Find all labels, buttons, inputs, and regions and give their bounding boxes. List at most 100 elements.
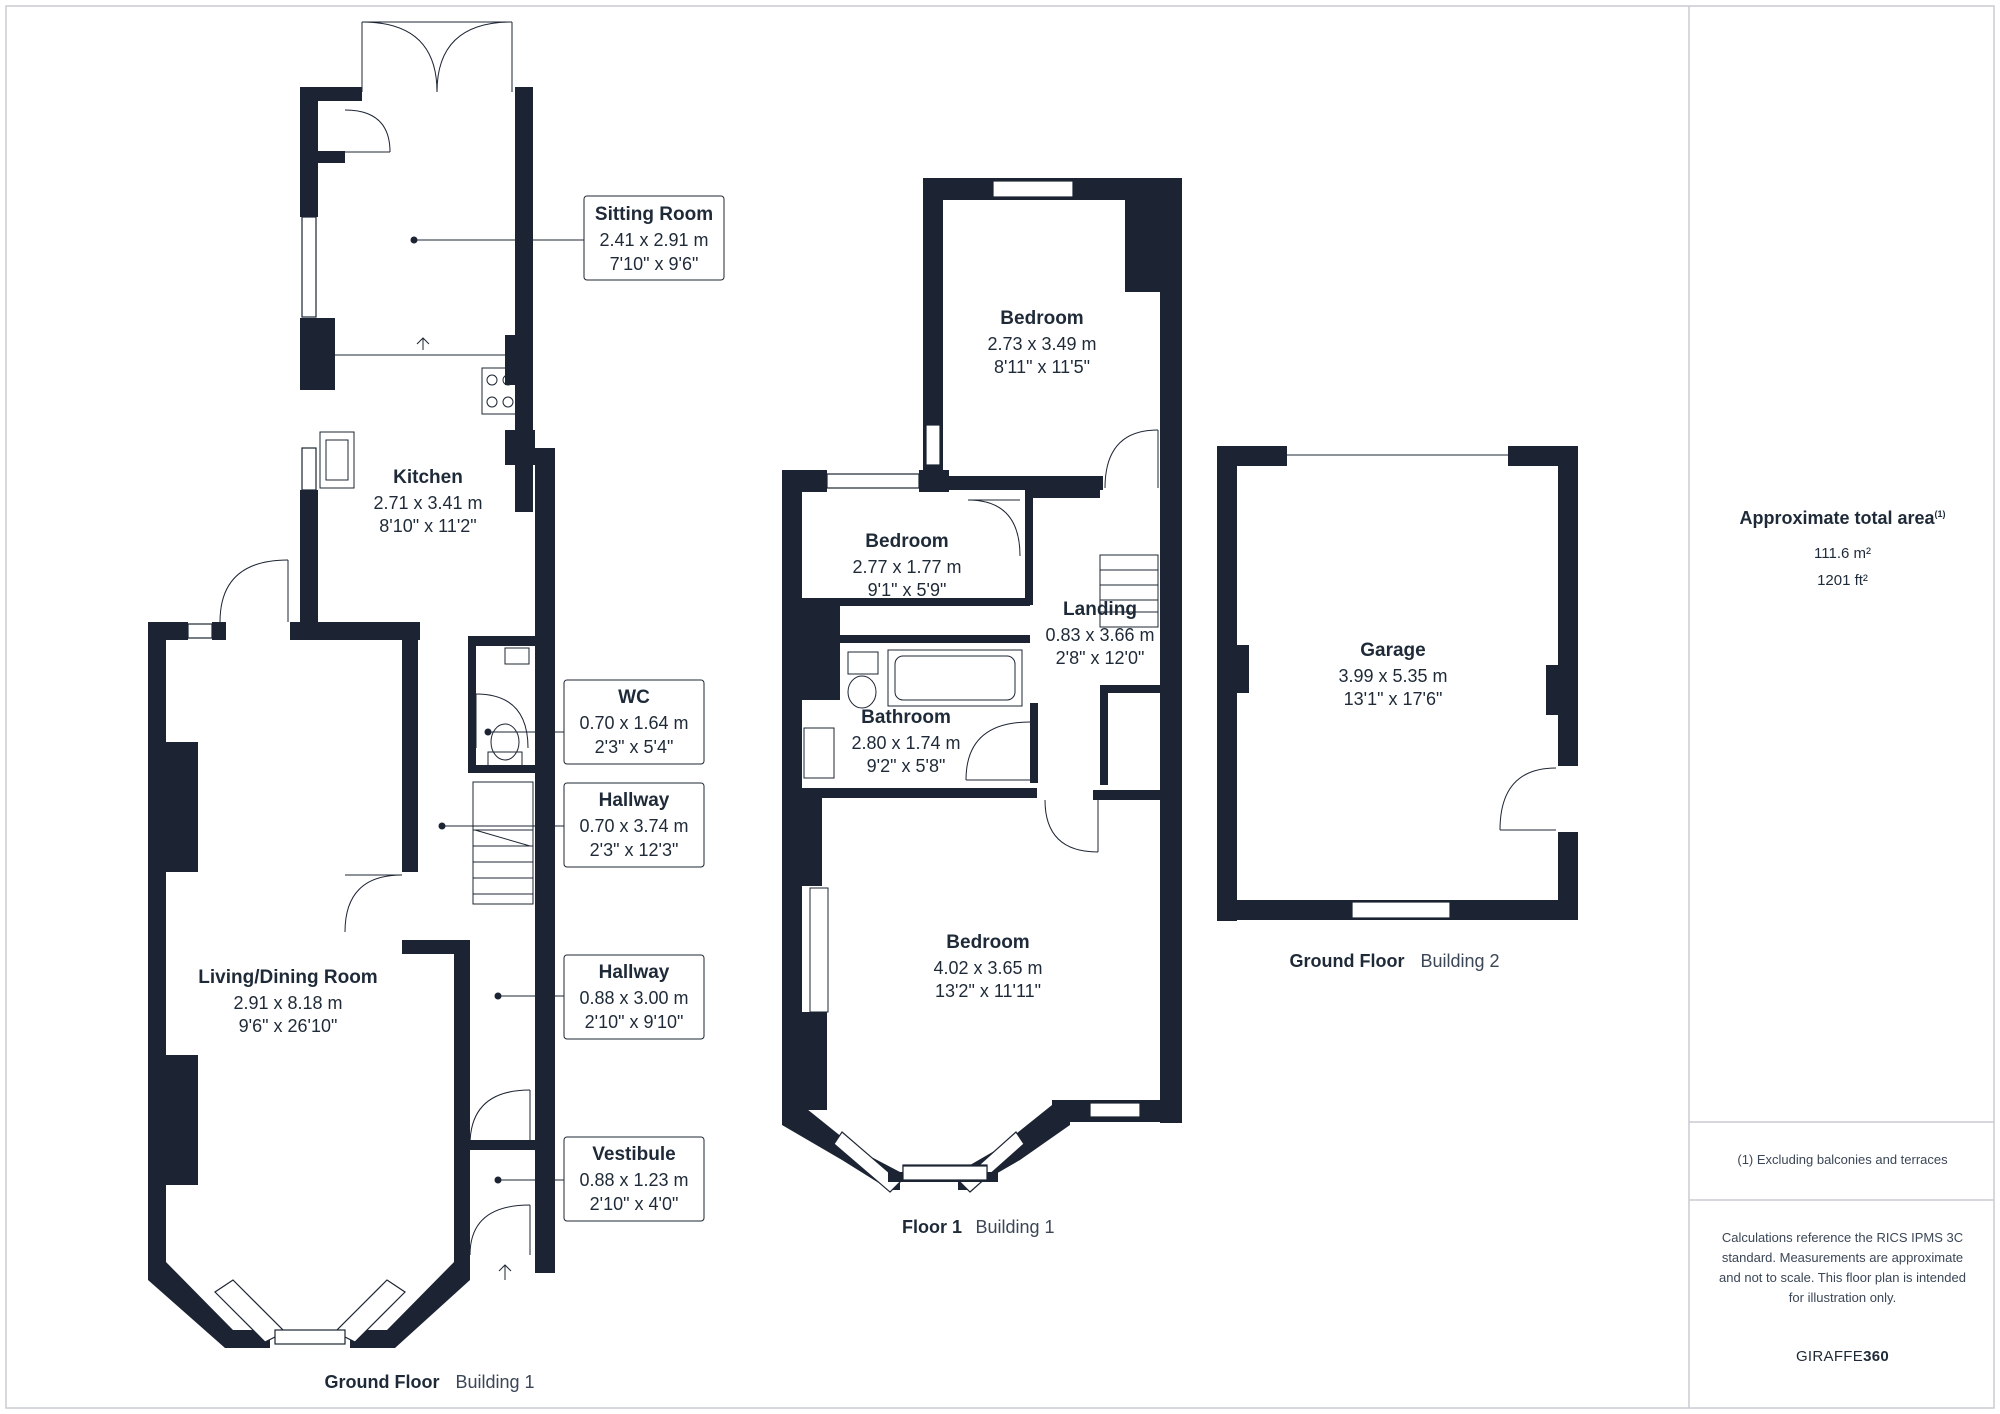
chimney-breast [166,1055,198,1185]
room-metric: 2.41 x 2.91 m [599,230,708,250]
wall [505,335,523,385]
wall [919,470,949,492]
room-label-bedroom-top: Bedroom 2.73 x 3.49 m 8'11" x 11'5" [987,308,1096,377]
room-label-bedroom-main: Bedroom 4.02 x 3.65 m 13'2" x 11'11" [933,932,1042,1001]
room-name: Bedroom [1000,308,1083,329]
wall [454,950,470,1280]
caption-floor: Floor 1 [902,1217,962,1237]
room-metric: 0.70 x 1.64 m [579,713,688,733]
window [992,180,1074,198]
room-label-garage: Garage 3.99 x 5.35 m 13'1" x 17'6" [1338,640,1447,709]
wall [782,470,802,1125]
wall [535,448,555,1273]
wall [468,765,535,773]
area-title-text: Approximate total area [1739,508,1935,528]
caption-building: Building 2 [1420,951,1499,971]
wall [402,940,470,954]
wall [402,640,418,872]
footnote: (1) Excluding balconies and terraces [1737,1152,1948,1167]
area-ft2: 1201 ft² [1817,572,1868,589]
wall [802,798,822,886]
wall [300,318,335,390]
wall [470,1140,535,1150]
caption-ground-floor-building-1: Ground Floor Building 1 [325,1372,535,1392]
bay-wall [350,1262,470,1348]
room-name: Bathroom [861,707,951,728]
room-name: Living/Dining Room [198,967,377,988]
room-imperial: 2'10" x 4'0" [590,1194,679,1214]
chimney [802,598,840,700]
brand-text: GIRAFFE [1795,1348,1864,1365]
window [301,447,317,491]
wall [1025,490,1033,605]
caption-ground-floor-building-2: Ground Floor Building 2 [1290,951,1500,971]
window [1089,1102,1141,1118]
wall [1160,178,1182,1123]
wall [1558,446,1578,766]
room-imperial: 2'3" x 12'3" [590,840,679,860]
room-label-landing: Landing 0.83 x 3.66 m 2'8" x 12'0" [1045,599,1154,668]
wall [1100,685,1162,693]
room-metric: 0.88 x 3.00 m [579,988,688,1008]
room-imperial: 13'2" x 11'11" [935,981,1041,1001]
room-metric: 4.02 x 3.65 m [933,958,1042,978]
page-frame [5,5,1995,1409]
wall [1030,703,1038,783]
room-imperial: 7'10" x 9'6" [610,254,699,274]
room-name: Kitchen [393,467,463,488]
footnote-marker: (1) [1934,509,1946,519]
room-imperial: 2'3" x 5'4" [595,737,674,757]
wall [802,788,1037,798]
caption-building: Building 1 [455,1372,534,1392]
wall [802,1012,827,1110]
room-metric: 0.83 x 3.66 m [1045,625,1154,645]
wall [300,87,362,101]
garage-building-2 [1217,446,1578,921]
wall [1558,832,1578,920]
room-name: Vestibule [592,1144,675,1165]
room-imperial: 9'1" x 5'9" [868,580,947,600]
room-imperial: 9'2" x 5'8" [867,756,946,776]
room-label-living-dining: Living/Dining Room 2.91 x 8.18 m 9'6" x … [198,967,377,1036]
bay-window [833,1131,901,1193]
caption-floor: Ground Floor [1290,951,1405,971]
chimney-breast [166,742,198,872]
window [826,473,920,489]
wall [943,476,1103,490]
wall [1546,665,1560,715]
wall [1093,790,1163,800]
room-name: Landing [1063,599,1137,620]
room-metric: 2.77 x 1.77 m [852,557,961,577]
room-name: Bedroom [865,531,948,552]
wall [515,87,533,512]
window [301,216,317,318]
room-label-kitchen: Kitchen 2.71 x 3.41 m 8'10" x 11'2" [373,467,482,536]
wall [300,490,318,635]
room-name: Hallway [599,790,670,811]
chimney [1125,200,1165,292]
bay-window [333,1279,406,1343]
wall [1100,685,1108,785]
floor-1-building-1 [782,178,1182,1193]
wall [148,622,188,640]
room-label-sitting-room: Sitting Room 2.41 x 2.91 m 7'10" x 9'6" [410,195,725,281]
room-metric: 2.80 x 1.74 m [851,733,960,753]
brand-logo: GIRAFFE360 [1689,1348,1996,1365]
room-metric: 2.73 x 3.49 m [987,334,1096,354]
wall [782,470,827,492]
bay-window-front [274,1329,346,1345]
disclaimer: Calculations reference the RICS IPMS 3C … [1719,1230,1966,1305]
wall [802,635,1030,643]
room-name: Bedroom [946,932,1029,953]
wall [300,151,345,163]
room-label-bathroom: Bathroom 2.80 x 1.74 m 9'2" x 5'8" [851,707,960,776]
room-label-bedroom-small: Bedroom 2.77 x 1.77 m 9'1" x 5'9" [852,531,961,600]
room-metric: 2.71 x 3.41 m [373,493,482,513]
wall [923,178,943,483]
room-imperial: 13'1" x 17'6" [1344,689,1443,709]
wall [1237,645,1249,693]
brand-number: 360 [1863,1348,1890,1365]
room-imperial: 9'6" x 26'10" [239,1016,338,1036]
wall [290,622,420,640]
